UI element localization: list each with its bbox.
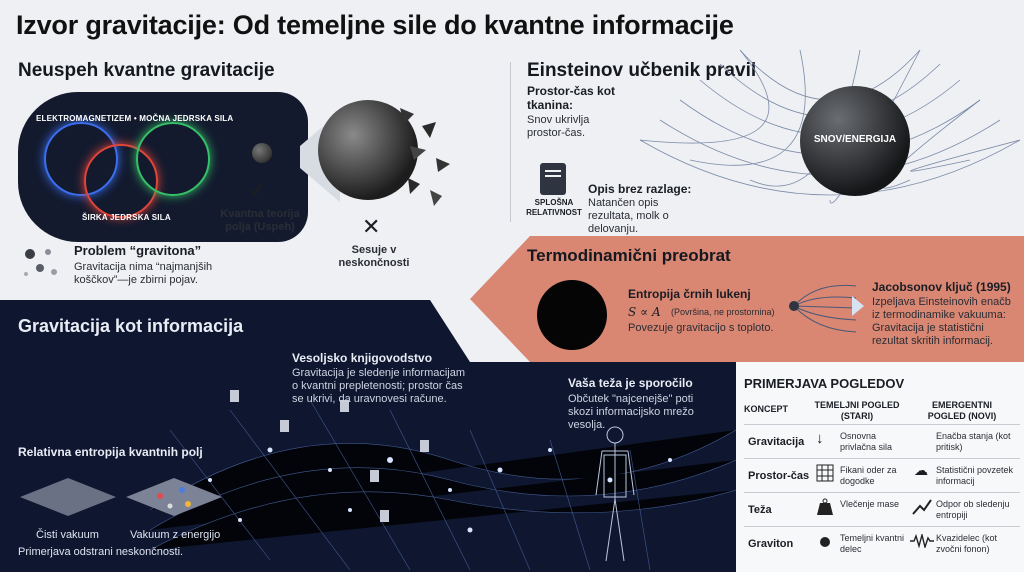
failure-heading: Neuspeh kvantne gravitacije xyxy=(18,60,275,81)
col-concept: KONCEPT xyxy=(744,404,789,414)
comparison-table xyxy=(736,362,1024,572)
ledger-title: Vesoljsko knjigovodstvo xyxy=(292,351,433,365)
forces-bottom-label: ŠIRKA JEDRSKA SILA xyxy=(82,213,171,222)
compare-note: Primerjava odstrani neskončnosti. xyxy=(18,546,184,558)
jacobson-text: Izpeljava Einsteinovih enačb iz termodin… xyxy=(872,296,1011,347)
human-figure xyxy=(595,426,635,562)
relative-entropy-title: Relativna entropija kvantnih polj xyxy=(18,445,203,459)
row-old: Fikani oder za dogodke xyxy=(840,465,897,486)
dot-icon xyxy=(820,537,830,547)
graviton-text: Gravitacija nima “najmanjših koščkov”—je… xyxy=(74,261,213,286)
row-old: Temeljni kvantni delec xyxy=(840,533,905,554)
comparison-heading: PRIMERJAVA POGLEDOV xyxy=(744,376,905,391)
vacuum-plane xyxy=(20,478,116,516)
success-label: Kvantna teorija polja (Uspeh) xyxy=(220,208,300,233)
book-icon xyxy=(540,163,566,195)
cloud-network-icon: ☁ xyxy=(914,462,928,478)
collapse-label: Sesuje v neskončnosti xyxy=(338,244,410,269)
ledger-text: Gravitacija je sledenje informacijam o k… xyxy=(292,367,466,405)
vacuum-label: Čisti vakuum xyxy=(36,529,99,541)
row-concept: Gravitacija xyxy=(748,436,805,448)
row-new: Odpor ob sledenju entropiji xyxy=(936,499,1010,520)
arrow-down-icon: ↓ xyxy=(816,430,824,447)
row-new: Enačba stanja (kot pritisk) xyxy=(936,431,1011,452)
information-heading: Gravitacija kot informacija xyxy=(18,316,244,336)
row-concept: Graviton xyxy=(748,538,794,550)
mass-label: SNOV/ENERGIJA xyxy=(813,134,897,145)
point-particle xyxy=(252,143,272,163)
entropy-title: Entropija črnih lukenj xyxy=(628,287,751,301)
particles-icon xyxy=(24,249,57,276)
formula: S ∝ A xyxy=(628,305,661,319)
forces-panel: ELEKTROMAGNETIZEM • MOČNA JEDRSKA SILA Š… xyxy=(18,92,308,242)
shattered-sphere xyxy=(318,100,418,200)
check-icon: ✔ xyxy=(248,178,267,203)
jacobson-title: Jacobsonov ključ (1995) xyxy=(872,280,1011,294)
col-old: TEMELJNI POGLED (STARI) xyxy=(814,400,900,421)
formula-note: (Površina, ne prostornina) xyxy=(671,307,775,317)
col-new: EMERGENTNI POGLED (NOVI) xyxy=(927,400,997,421)
row-new: Statistični povzetek informacij xyxy=(936,465,1014,486)
trend-up-icon xyxy=(912,499,932,515)
message-text: Občutek "najcenejše" poti skozi informac… xyxy=(568,393,694,431)
weight-icon xyxy=(817,498,833,515)
grid-icon xyxy=(816,464,834,482)
page-title: Izvor gravitacije: Od temeljne sile do k… xyxy=(16,10,734,40)
table-row xyxy=(744,424,1020,425)
einstein-heading: Einsteinov učbenik pravil xyxy=(527,60,757,81)
message-title: Vaša teža je sporočilo xyxy=(568,376,693,390)
graviton-title: Problem “gravitona” xyxy=(74,243,202,258)
sphere-fragments xyxy=(400,108,450,206)
mass-sphere xyxy=(800,86,910,196)
entropy-text: Povezuje gravitacijo s toploto. xyxy=(628,322,774,334)
row-old: Vlečenje mase xyxy=(840,499,900,509)
spacetime-title: Prostor-čas kot tkanina: xyxy=(527,84,616,112)
row-concept: Prostor-čas xyxy=(748,470,810,482)
wave-icon xyxy=(910,534,934,548)
row-old: Osnovna privlačna sila xyxy=(840,431,893,452)
information-flow-icon xyxy=(789,284,864,333)
table-row xyxy=(744,526,1020,527)
thermo-heading: Termodinamični preobrat xyxy=(527,246,731,265)
energy-label: Vakuum z energijo xyxy=(130,529,221,541)
book-label: SPLOŠNA RELATIVNOST xyxy=(526,198,582,217)
row-concept: Teža xyxy=(748,504,772,516)
desc-title: Opis brez razlage: xyxy=(588,182,692,196)
forces-top-label: ELEKTROMAGNETIZEM • MOČNA JEDRSKA SILA xyxy=(36,114,234,123)
cross-icon: ✕ xyxy=(362,214,381,239)
spacetime-text: Snov ukrivlja prostor-čas. xyxy=(527,114,590,139)
information-network xyxy=(150,390,736,570)
black-hole xyxy=(537,280,607,350)
energy-plane xyxy=(126,478,222,516)
table-row xyxy=(744,492,1020,493)
table-row xyxy=(744,458,1020,459)
row-new: Kvazidelec (kot zvočni fonon) xyxy=(936,533,998,554)
desc-text: Natančen opis rezultata, molk o delovanj… xyxy=(588,197,669,235)
divider xyxy=(510,62,511,222)
